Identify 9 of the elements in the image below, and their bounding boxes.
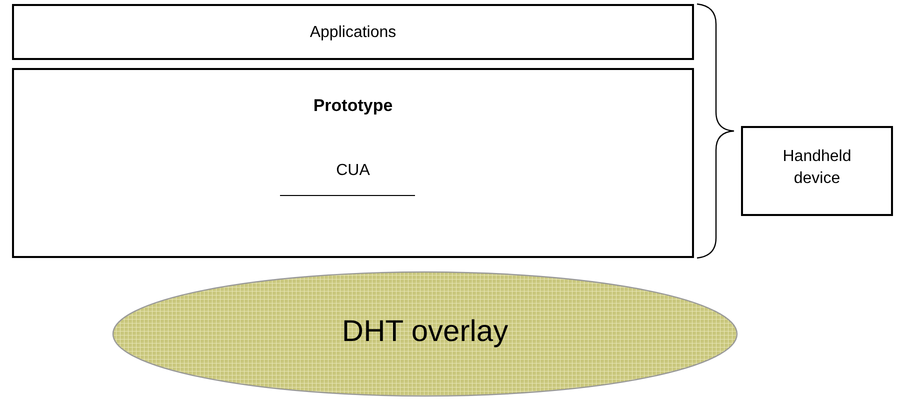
overlay-ellipse xyxy=(112,271,738,397)
label-text: DHT overlay xyxy=(340,315,510,349)
layer-box xyxy=(12,68,694,258)
label-text: Applications xyxy=(308,24,398,42)
device-box xyxy=(741,126,893,216)
label-text: CUA xyxy=(335,162,371,180)
heading: Prototype xyxy=(312,96,394,116)
label-text: Handheld device xyxy=(782,147,852,189)
layer-box xyxy=(12,4,694,60)
